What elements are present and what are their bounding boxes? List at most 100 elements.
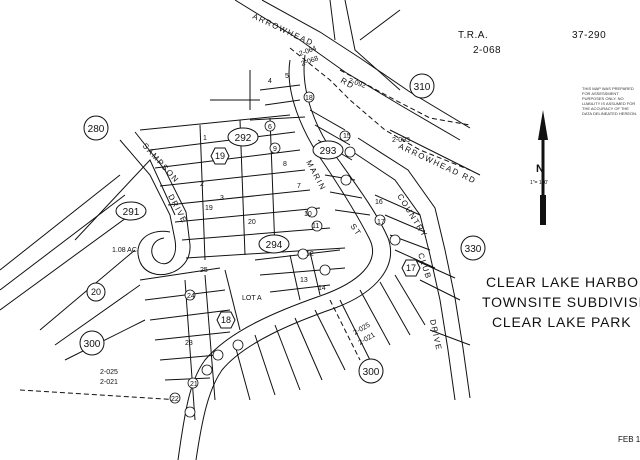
parcel-number: 16	[375, 199, 383, 206]
tra-code-left-a: 2-025	[100, 369, 118, 376]
lot-lines-interior	[184, 269, 241, 421]
page-circle-330	[460, 235, 486, 261]
title-line-1: CLEAR LAKE HARBOR	[486, 274, 640, 290]
parcel-circle	[212, 349, 224, 361]
north-arrow-icon: N 1"= 100'	[530, 110, 548, 225]
parcel-number: 5	[285, 73, 289, 80]
parcel-circle	[340, 174, 352, 186]
parcel-circle	[269, 142, 281, 154]
hex-19	[210, 147, 230, 165]
title-line-3: CLEAR LAKE PARK	[492, 314, 632, 330]
hex-label-17: 17	[406, 263, 416, 273]
sampson-drive-edge-1	[119, 139, 177, 265]
parcel-number: 23	[185, 340, 193, 347]
lot-lines-east	[374, 194, 436, 269]
marin-st-edge-2	[195, 54, 392, 460]
parcel-circle	[184, 406, 196, 418]
parcel-circle	[201, 364, 213, 376]
arrowhead-road-edge-2	[261, 0, 471, 129]
page-circle-280	[83, 115, 109, 141]
lot-lines-south	[234, 274, 426, 401]
country-club-drive-edge-2	[357, 137, 471, 399]
disclaimer-text: THIS MAP WAS PREPARED FOR ASSESSMENT PUR…	[582, 86, 638, 116]
tra-boundary-mid	[329, 299, 361, 361]
tra-code-top-b: 2-068	[300, 55, 319, 68]
parcel-number: 17	[377, 219, 385, 226]
parcel-circle	[264, 120, 276, 132]
parcel-circle	[339, 130, 351, 142]
road-st: ST	[348, 222, 363, 238]
parcel-number: 20	[248, 219, 256, 226]
circle-20	[86, 282, 106, 302]
parcel-circle	[303, 91, 315, 103]
parcel-number: 22	[171, 396, 179, 403]
parcel-circle	[311, 220, 323, 232]
block-oval-293	[312, 140, 344, 160]
parcel-circle	[306, 206, 318, 218]
parcel-circle	[232, 339, 244, 351]
tra-code-right-b: 2-093	[392, 137, 410, 144]
page-label-310: 310	[414, 82, 431, 93]
date-stamp: FEB 1	[618, 435, 640, 444]
block-oval-291	[115, 201, 147, 221]
hex-17	[401, 259, 421, 277]
parcel-number: 12	[306, 251, 314, 258]
parcel-circle	[169, 392, 181, 404]
parcel-number: 21	[190, 381, 198, 388]
tra-boundary-left	[19, 389, 181, 401]
tra-value: 2-068	[473, 45, 502, 56]
page-circle-300-left	[79, 330, 105, 356]
parcel-number: 14	[318, 285, 326, 292]
parcel-number: 9	[273, 146, 277, 153]
country-club-drive-edge-1	[349, 149, 456, 401]
parcel-circle	[344, 146, 356, 158]
lot-lines-top	[249, 84, 306, 121]
circle-label-20: 20	[91, 287, 101, 297]
sampson-drive-edge-2	[134, 131, 191, 276]
parcel-number: 6	[268, 124, 272, 131]
page-label-280: 280	[88, 124, 105, 135]
hex-label-19: 19	[215, 151, 225, 161]
block-oval-292	[227, 127, 259, 147]
parcel-number: 11	[312, 223, 319, 230]
lot-lines-vertical	[199, 70, 276, 261]
arrowhead-road-edge-1	[234, 0, 461, 141]
acreage-label: 1.08 AC	[112, 247, 137, 254]
parcel-circle	[374, 214, 386, 226]
tra-boundary-top	[289, 47, 471, 171]
road-arrowhead-top: ARROWHEAD	[251, 12, 315, 48]
lot-lines-club-east	[414, 259, 471, 346]
title-line-2: TOWNSITE SUBDIVISION	[482, 294, 640, 310]
page-circle-300-bottom	[358, 358, 384, 384]
parcel-number: 4	[268, 78, 272, 85]
parcel-number: 24	[187, 293, 195, 300]
parcel-number: 3	[220, 195, 224, 202]
block-label-293: 293	[320, 146, 337, 157]
tra-label: T.R.A.	[458, 30, 489, 41]
parcel-circle	[319, 264, 331, 276]
parcel-circle	[187, 377, 199, 389]
parcel-number: 15	[343, 133, 351, 140]
parcel-number: 18	[305, 95, 313, 102]
hex-18	[216, 311, 236, 329]
parcel-circle	[297, 248, 309, 260]
north-arrow-letter: N	[536, 163, 544, 175]
lot-lines-middle	[254, 249, 346, 301]
tra-boundary-right	[339, 69, 471, 126]
parcel-number: 10	[304, 211, 312, 218]
block-oval-294	[258, 234, 290, 254]
page-label-300-bottom: 300	[363, 367, 380, 378]
lot-lines-top-right	[329, 0, 481, 176]
parcel-number: 19	[205, 205, 213, 212]
marin-st-edge-1	[177, 59, 373, 460]
parcel-number: 13	[300, 277, 308, 284]
road-drive-right: DRIVE	[428, 319, 443, 352]
parcel-number: 8	[283, 161, 287, 168]
block-label-291: 291	[123, 207, 140, 218]
north-arrow-scale: 1"= 100'	[530, 180, 548, 186]
parcel-circle	[389, 234, 401, 246]
parcel-number: 7	[297, 183, 301, 190]
page-label-330: 330	[465, 244, 482, 255]
block-label-294: 294	[266, 240, 283, 251]
